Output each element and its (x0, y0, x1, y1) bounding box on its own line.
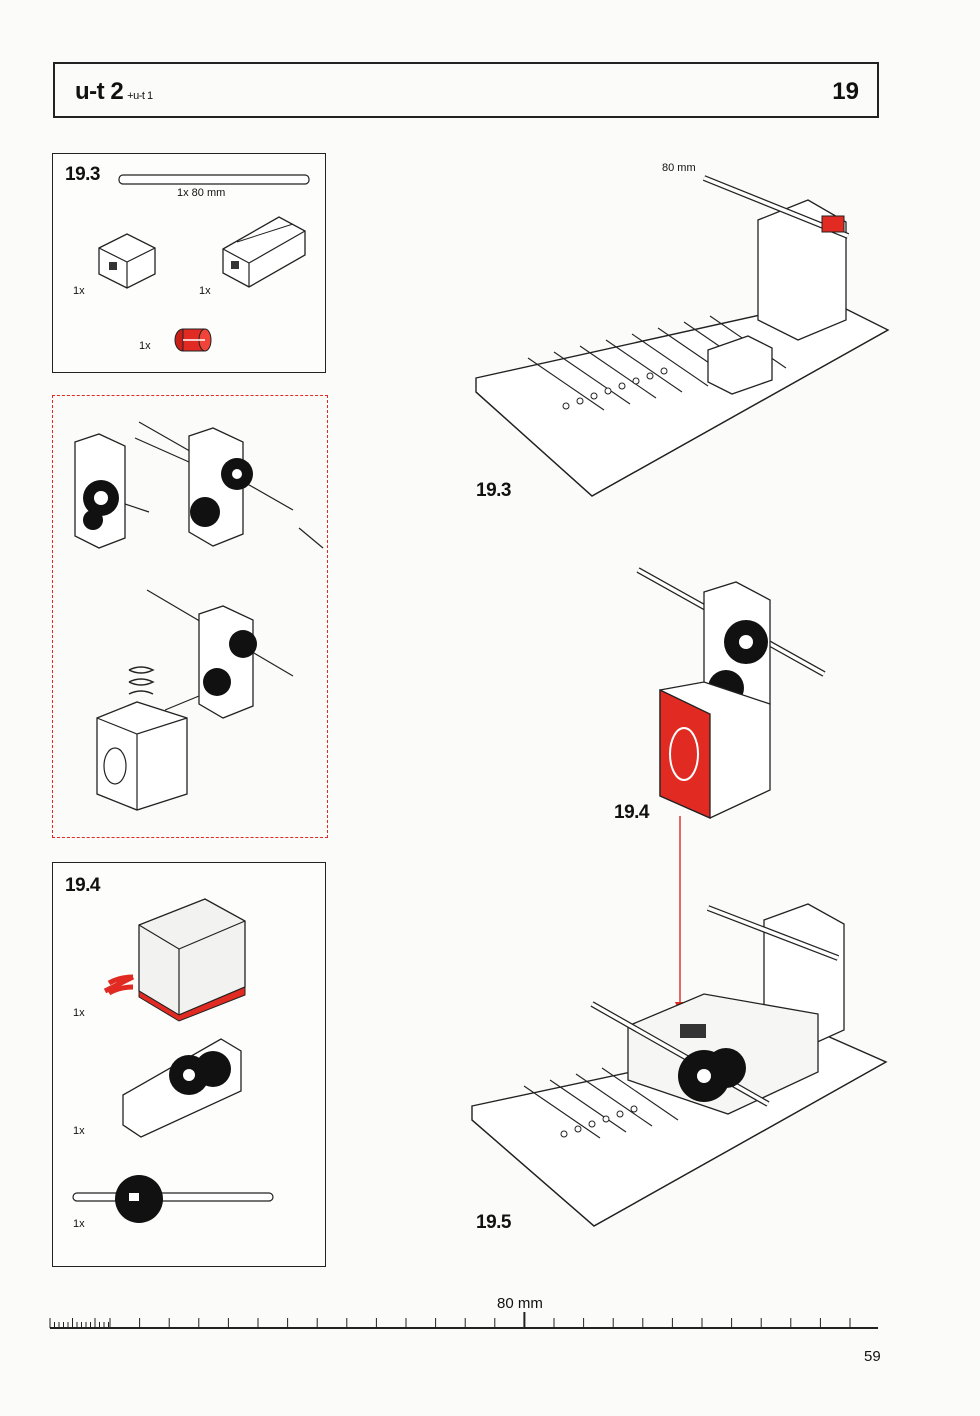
ruler-label: 80 mm (497, 1295, 543, 1312)
assembly-19-4-drawing (636, 567, 826, 819)
axle-caption: 1x 80 mm (177, 187, 226, 199)
gear-subassembly-step-b (138, 421, 324, 549)
building-block-large-drawing (222, 216, 306, 288)
assembly-19-5-drawing (471, 903, 888, 1227)
axle-80mm-drawing (118, 174, 310, 185)
page-number: 59 (864, 1348, 881, 1365)
qty-motor: 1x (73, 1007, 85, 1019)
qty-block-small: 1x (73, 285, 85, 297)
gear-subassembly-step-a (74, 433, 190, 549)
page-header: u-t 2+u-t 1 19 (53, 62, 879, 118)
assembly-label-19-3: 19.3 (476, 480, 511, 501)
axle-with-gear-drawing (72, 1175, 274, 1223)
qty-axle: 1x (73, 1218, 85, 1230)
assembly-label-19-5: 19.5 (476, 1212, 511, 1233)
gearbox-drawing (122, 1038, 242, 1138)
parts-label-19-3: 19.3 (65, 164, 100, 185)
model-subtitle: +u-t 1 (127, 90, 153, 102)
step-number: 19 (832, 78, 859, 105)
subassembly-panel (52, 395, 328, 838)
worm-motor-drawing (96, 589, 294, 811)
measuring-ruler (49, 1312, 878, 1329)
building-block-small-drawing (98, 233, 156, 289)
qty-gearbox: 1x (73, 1125, 85, 1137)
assembly-19-3-drawing (475, 175, 890, 497)
red-bushing-drawing (174, 328, 212, 352)
parts-panel-19-3: 19.3 1x 80 mm 1x 1x 1x (52, 153, 326, 373)
assembly-label-19-4: 19.4 (614, 802, 649, 823)
parts-label-19-4: 19.4 (65, 875, 100, 896)
model-title: u-t 2+u-t 1 (75, 78, 153, 105)
qty-bushing: 1x (139, 340, 151, 352)
red-worm-motor-drawing (103, 898, 246, 1022)
axle-length-callout: 80 mm (662, 162, 696, 174)
qty-block-large: 1x (199, 285, 211, 297)
parts-panel-19-4: 19.4 1x 1x 1x (52, 862, 326, 1267)
